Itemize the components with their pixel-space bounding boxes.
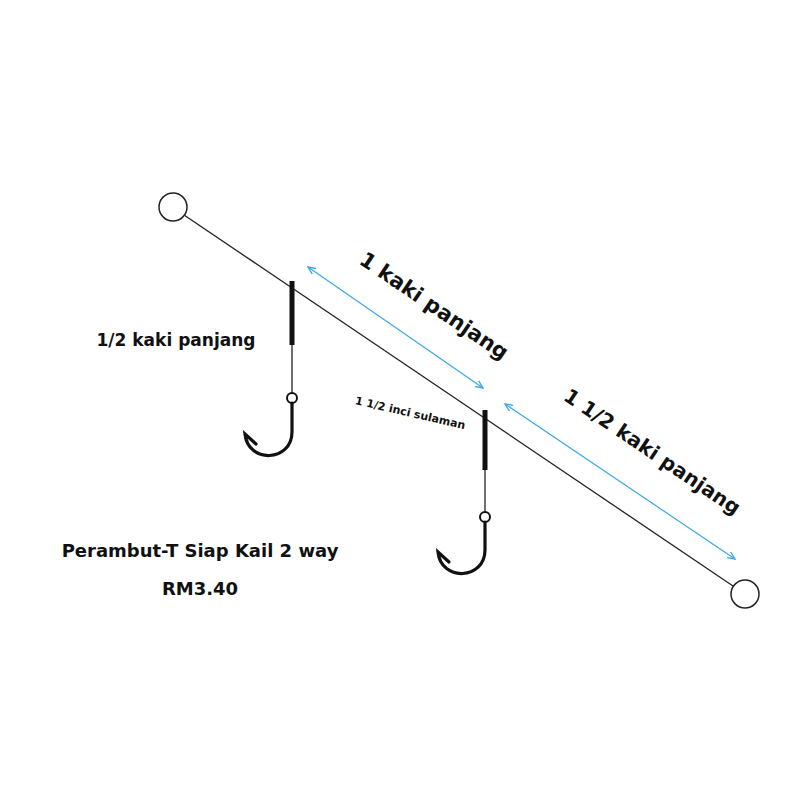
hook bbox=[438, 522, 485, 574]
main-line bbox=[184, 215, 733, 586]
snood-line bbox=[291, 345, 292, 393]
swivel-ring bbox=[159, 193, 187, 221]
swivel-ring bbox=[731, 580, 759, 608]
price-label: RM3.40 bbox=[162, 579, 238, 600]
dimension-label: 1 1/2 kaki panjang bbox=[559, 384, 744, 519]
whipping bbox=[290, 281, 295, 345]
snood-line bbox=[484, 470, 485, 512]
hook bbox=[245, 403, 292, 456]
dimension-label: 1/2 kaki panjang bbox=[97, 331, 256, 351]
whipping bbox=[483, 410, 488, 470]
dimension-label: 1 1/2 inci sulaman bbox=[354, 395, 467, 433]
product-name: Perambut-T Siap Kail 2 way bbox=[62, 541, 339, 562]
